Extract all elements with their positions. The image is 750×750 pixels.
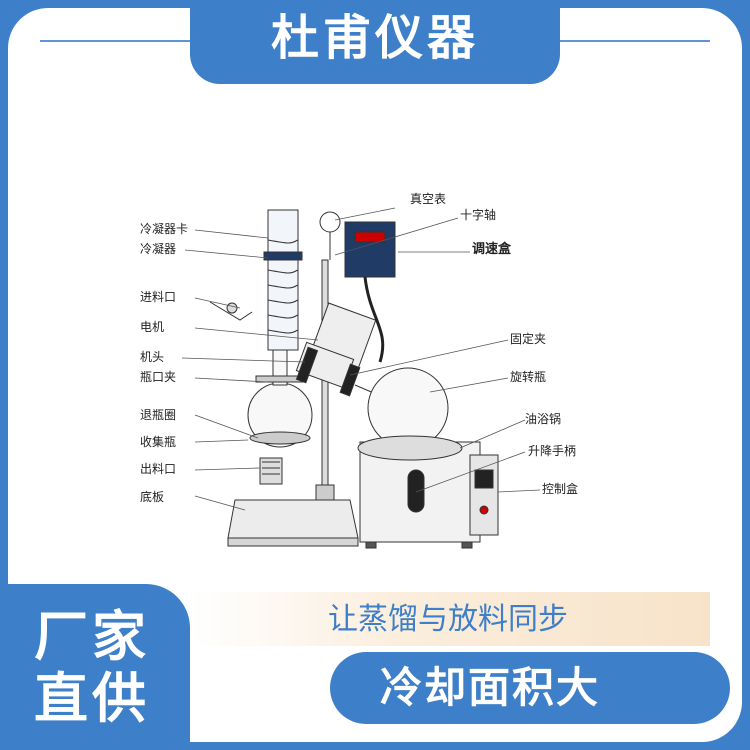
- label-base-plate: 底板: [140, 490, 165, 504]
- apparatus-illustration: [181, 207, 541, 549]
- slogan-primary-band: [190, 592, 710, 646]
- manufacturer-badge-text: 厂家 直供: [34, 606, 174, 730]
- rotary-evaporator-diagram: 真空表 十字轴 调速盒 冷凝器卡 冷凝器 进料口 电机 机头 瓶口夹 固定夹 旋…: [140, 180, 600, 560]
- label-lift-handle: 升降手柄: [528, 444, 577, 458]
- label-rotating-flask: 旋转瓶: [510, 370, 547, 384]
- label-cross-shaft: 十字轴: [460, 208, 497, 222]
- label-vacuum-gauge: 真空表: [410, 192, 447, 206]
- brand-title: 杜甫仪器: [270, 10, 479, 66]
- slogan-secondary-pill: [330, 652, 730, 724]
- label-flask-clamp: 瓶口夹: [140, 370, 177, 384]
- label-speed-box: 调速盒: [472, 242, 512, 257]
- header-line-right: [560, 40, 710, 42]
- label-head: 机头: [140, 350, 165, 364]
- label-feed-port: 进料口: [140, 290, 177, 304]
- badge-line-2: 直供: [34, 667, 150, 730]
- label-control-box: 控制盒: [542, 482, 579, 496]
- label-collecting-flask: 收集瓶: [140, 435, 177, 449]
- manufacturer-badge: [0, 584, 190, 750]
- slogan-secondary: 冷却面积大: [379, 663, 600, 712]
- label-fixed-clamp: 固定夹: [510, 332, 547, 346]
- slogan-primary: 让蒸馏与放料同步: [328, 602, 568, 637]
- label-condenser-clamp: 冷凝器卡: [140, 222, 189, 236]
- header-tab: [190, 0, 560, 84]
- label-condenser: 冷凝器: [140, 242, 177, 256]
- label-oil-bath-pot: 油浴锅: [525, 412, 562, 426]
- label-discharge-port: 出料口: [140, 462, 177, 476]
- header-line-left: [40, 40, 190, 42]
- label-flask-release-ring: 退瓶圈: [140, 408, 177, 422]
- label-motor: 电机: [140, 320, 165, 334]
- badge-line-1: 厂家: [34, 605, 150, 668]
